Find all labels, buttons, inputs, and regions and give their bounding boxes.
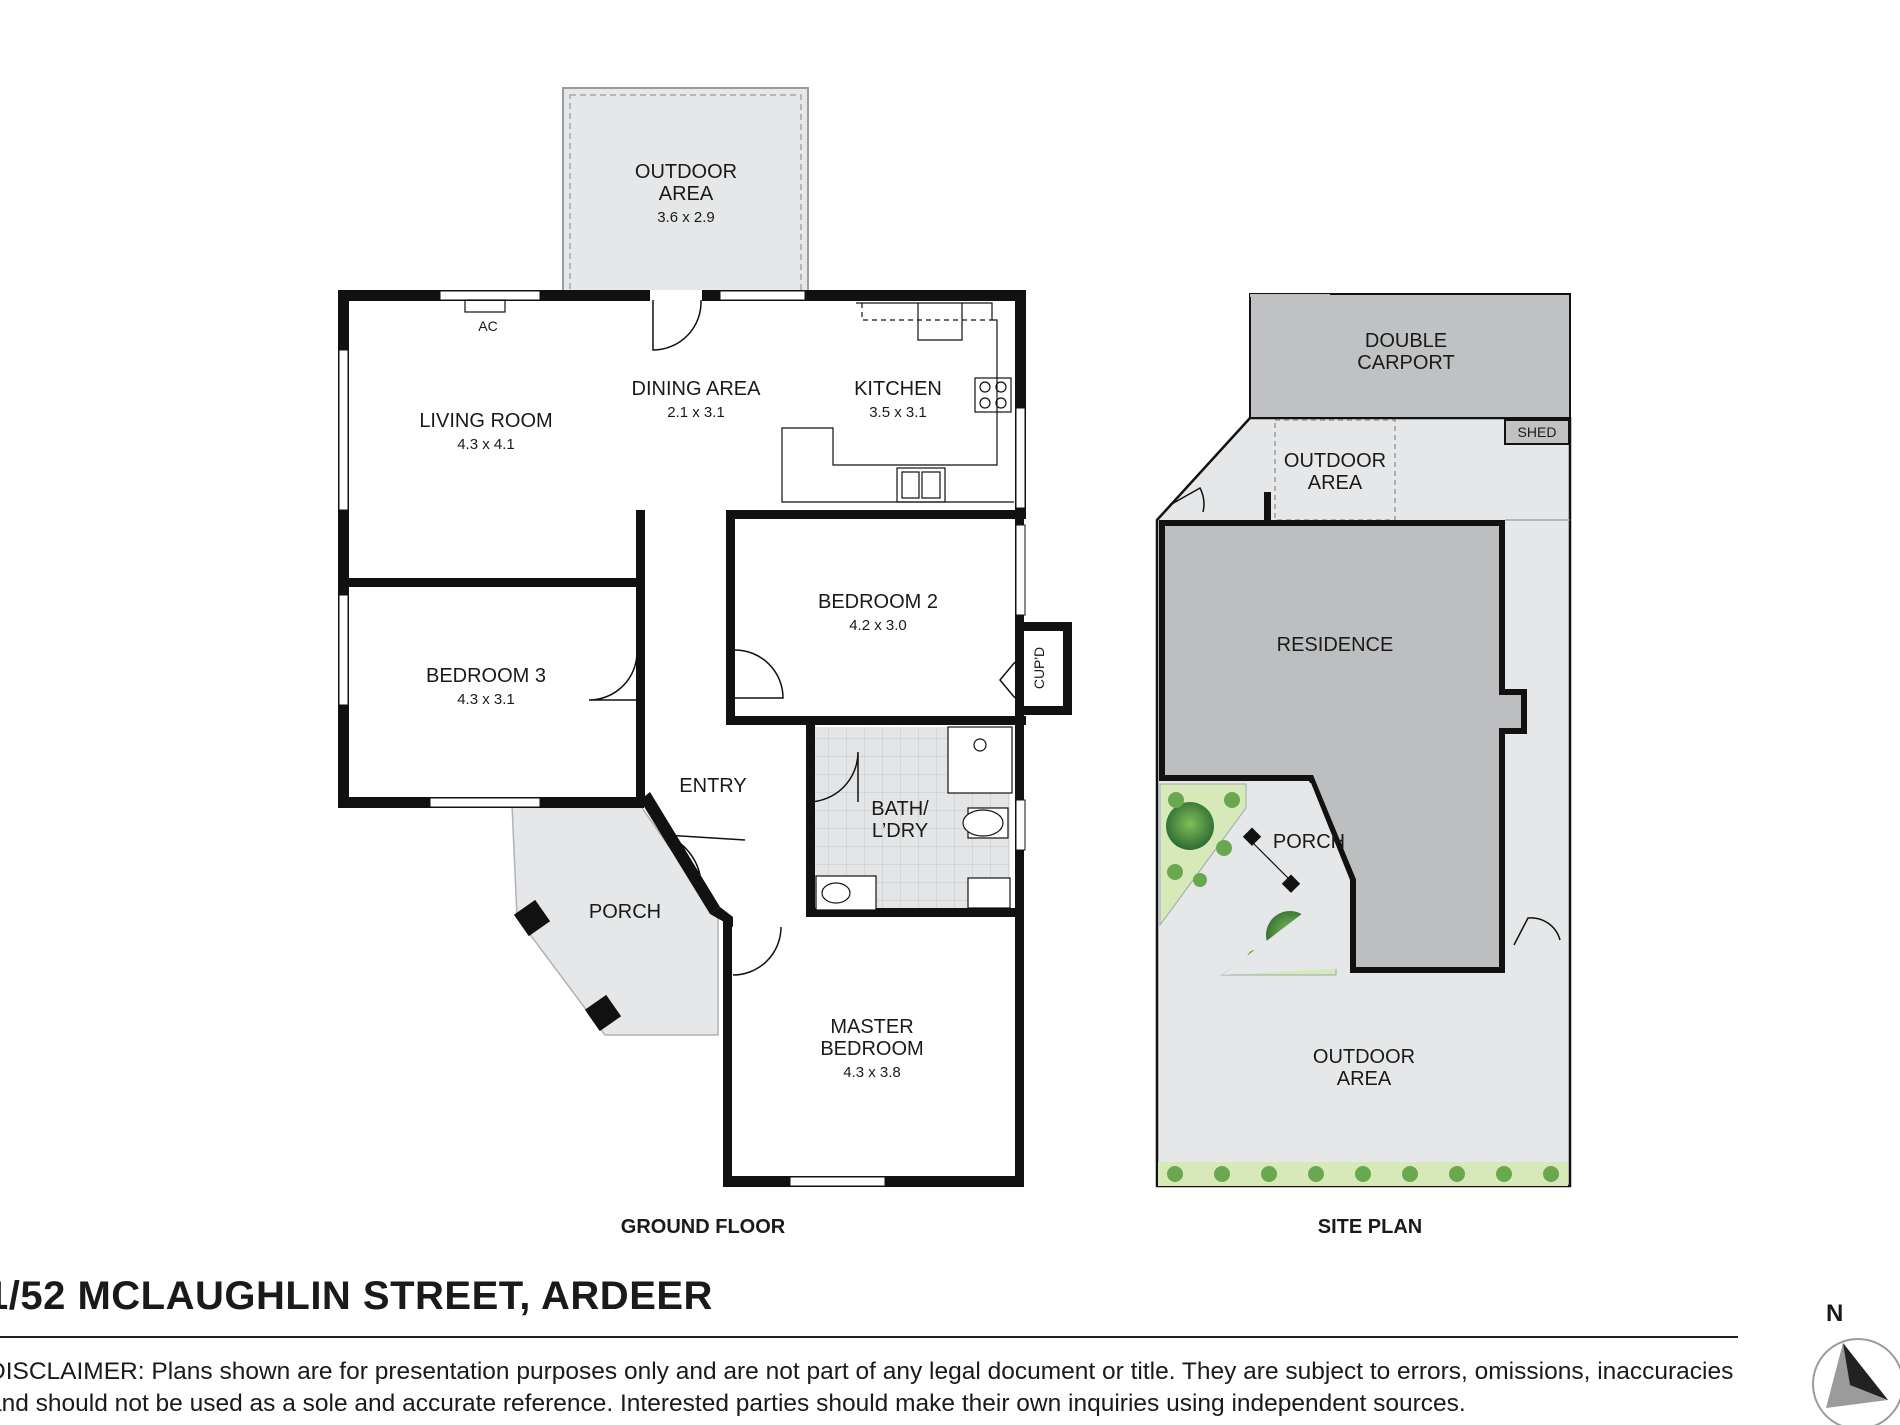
compass-north-label: N: [1826, 1300, 1844, 1327]
outdoor-area-slab: [562, 87, 809, 294]
windows: [338, 290, 1026, 1187]
ac-label: AC: [478, 318, 497, 334]
divider: [0, 1336, 1738, 1338]
ground-floor-plan: OUTDOOR AREA 3.6 x 2.9 AC LIVING ROOM 4.…: [338, 87, 1072, 1238]
shed-area: [1504, 419, 1570, 445]
site-outdoor-top-label: OUTDOOR: [1284, 450, 1386, 472]
doors: [588, 649, 1016, 976]
site-plan-caption: SITE PLAN: [1318, 1216, 1422, 1238]
dining-area-label: DINING AREA: [632, 378, 762, 400]
carport-label: DOUBLE: [1365, 330, 1447, 352]
outdoor-area-label-2: AREA: [659, 183, 714, 205]
site-outdoor-top-label-2: AREA: [1308, 472, 1363, 494]
bedroom-2-size: 4.2 x 3.0: [849, 617, 907, 634]
kitchen-label: KITCHEN: [854, 378, 942, 400]
residence-building: [1159, 520, 1527, 973]
bedroom-3-label: BEDROOM 3: [426, 665, 546, 687]
entry-label: ENTRY: [679, 775, 746, 797]
dining-area-size: 2.1 x 3.1: [667, 404, 725, 421]
bath-fixtures: [815, 726, 1013, 911]
living-room-label: LIVING ROOM: [419, 410, 552, 432]
bath-label-2: L’DRY: [872, 820, 928, 842]
bath-label: BATH/: [871, 798, 929, 820]
master-bedroom-size: 4.3 x 3.8: [843, 1064, 901, 1081]
outdoor-area-label: OUTDOOR: [635, 161, 737, 183]
kitchen-fixtures: [464, 299, 1014, 503]
master-bedroom-label: MASTER: [830, 1016, 913, 1038]
carport-label-2: CARPORT: [1357, 352, 1454, 374]
porch-label: PORCH: [589, 901, 661, 923]
north-arrow-icon: [1812, 1338, 1900, 1425]
disclaimer-text: DISCLAIMER: Plans shown are for presenta…: [0, 1358, 1734, 1417]
outdoor-area-size: 3.6 x 2.9: [657, 209, 715, 226]
residence-label: RESIDENCE: [1277, 634, 1394, 656]
bedroom-2-label: BEDROOM 2: [818, 591, 938, 613]
shed-label: SHED: [1518, 424, 1557, 440]
living-room-size: 4.3 x 4.1: [457, 436, 515, 453]
property-address: 1/52 MCLAUGHLIN STREET, ARDEER: [0, 1274, 713, 1318]
kitchen-size: 3.5 x 3.1: [869, 404, 927, 421]
carport-area: [1249, 293, 1571, 419]
site-plan: DOUBLE CARPORT SHED OUTDOOR AREA RESIDEN…: [1155, 293, 1572, 1238]
site-outdoor-bottom-label-2: AREA: [1337, 1068, 1392, 1090]
master-bedroom-label-2: BEDROOM: [820, 1038, 923, 1060]
site-outdoor-bottom-label: OUTDOOR: [1313, 1046, 1415, 1068]
site-porch-label: PORCH: [1273, 831, 1345, 853]
bedroom-3-size: 4.3 x 3.1: [457, 691, 515, 708]
ground-floor-caption: GROUND FLOOR: [621, 1216, 786, 1238]
cupboard-label: CUP'D: [1031, 647, 1047, 689]
